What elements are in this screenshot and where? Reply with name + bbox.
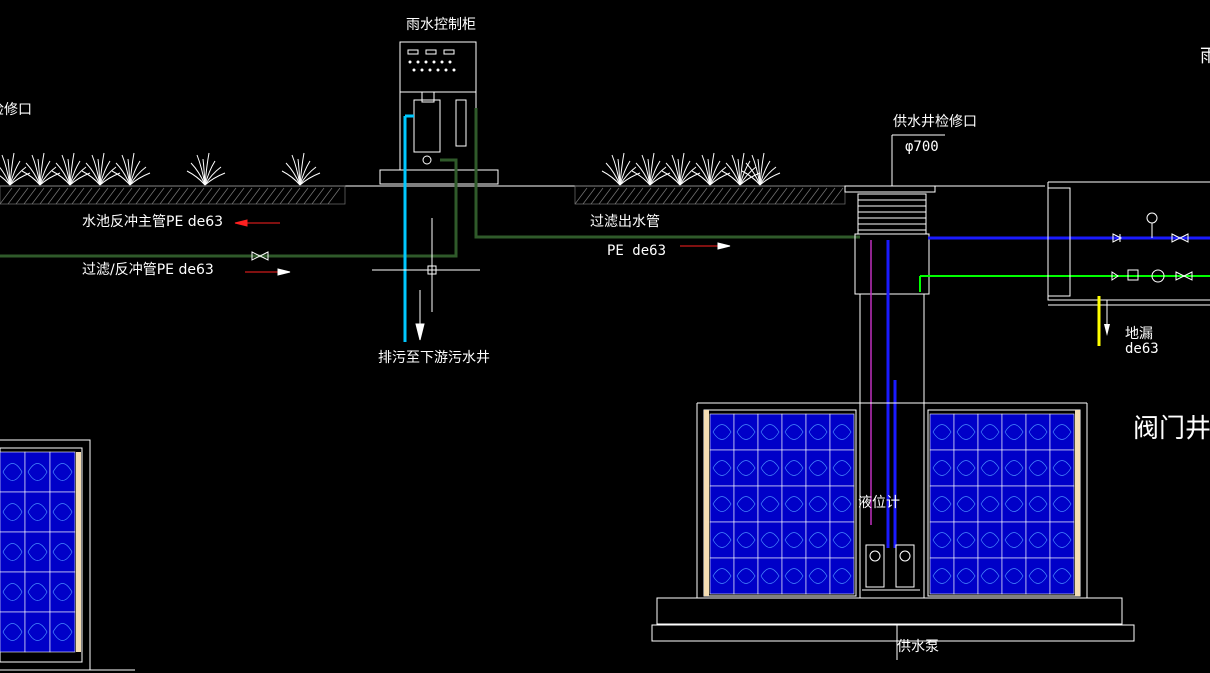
filter-outlet-spec-label: PE de63 (607, 243, 667, 259)
supply-pipes (886, 236, 1210, 548)
left-inspection-label: 检修口 (0, 102, 32, 118)
floor-drain-spec-label: de63 (1125, 341, 1159, 357)
sewage-discharge-label: 排污至下游污水井 (378, 350, 490, 366)
supply-well-diameter-label: φ700 (905, 139, 939, 155)
valve-well (1047, 181, 1210, 306)
valve-backwash (251, 251, 269, 261)
level-gauge-label: 液位计 (858, 495, 900, 511)
main-backwash-pipe-label: 水池反冲主管PE de63 (82, 214, 224, 230)
pumps (862, 544, 920, 591)
filter-backwash-pipe-label: 过滤/反冲管PE de63 (82, 262, 214, 278)
filter-outlet-pipe-label: 过滤出水管 (590, 214, 660, 230)
storage-modules-left (0, 447, 83, 663)
floor-drain-label: 地漏 (1125, 326, 1153, 342)
cursor-crosshair (372, 218, 480, 312)
supply-well-port-label: 供水井检修口 (893, 114, 977, 130)
top-right-partial-label: 雨 (1200, 46, 1210, 67)
sewage-arrow (415, 290, 425, 341)
rain-control-cabinet (379, 41, 499, 185)
storage-modules-main (703, 409, 1081, 597)
left-partial-block (0, 439, 135, 671)
soil-hatch-left (0, 185, 346, 205)
grass-plants (0, 152, 781, 186)
base-slab (651, 402, 1135, 642)
valve-well-label: 阀门井 (1133, 414, 1210, 444)
control-cabinet-label: 雨水控制柜 (406, 17, 476, 33)
soil-hatch-right (574, 185, 846, 205)
hatch-lines-right (574, 187, 844, 205)
supply-pump-label: 供水泵 (897, 639, 939, 655)
hatch-lines-left (0, 187, 341, 205)
flow-arrows (234, 219, 731, 276)
green-pipes (0, 108, 860, 258)
supply-well (844, 134, 945, 598)
